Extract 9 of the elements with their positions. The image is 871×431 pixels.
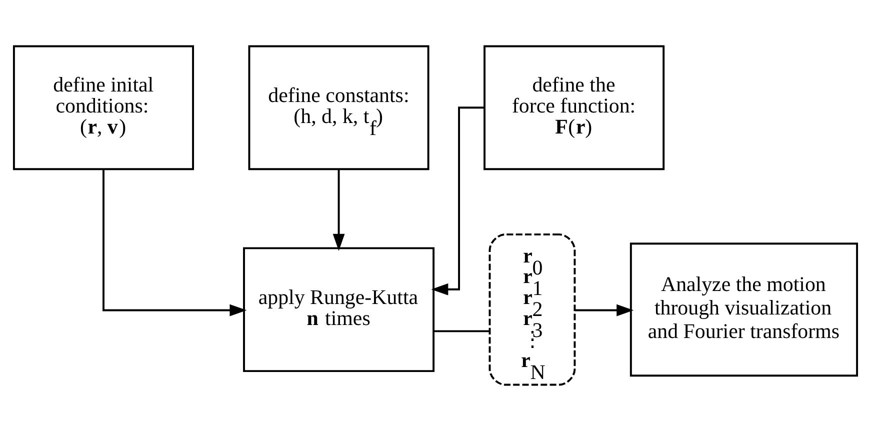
arrow xyxy=(332,169,345,251)
arrow xyxy=(575,304,634,316)
node-box: define the force function: F(r) xyxy=(484,45,665,170)
node-box: apply Runge-Kutta n times xyxy=(243,247,435,372)
arrow xyxy=(431,106,484,296)
node-box: Analyze the motion through visualization and Fourier transforms xyxy=(630,242,858,377)
arrow xyxy=(102,170,247,316)
connector xyxy=(434,330,490,332)
node-box: define inital conditions: (r, v) xyxy=(12,45,194,170)
